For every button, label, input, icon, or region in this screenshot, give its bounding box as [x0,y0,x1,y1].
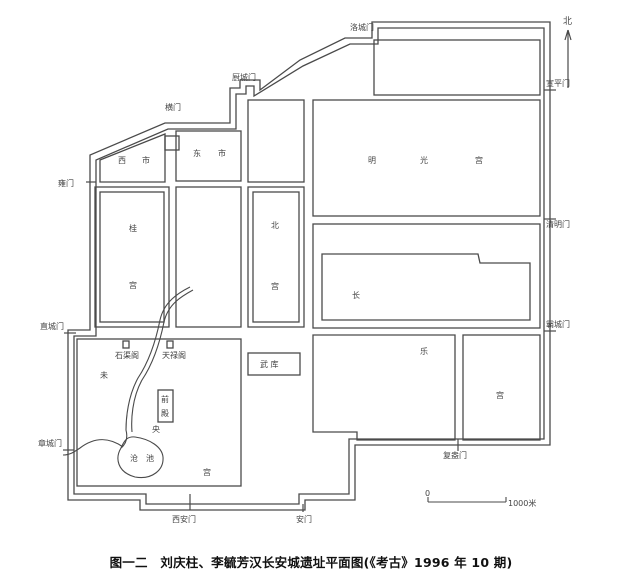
qiandian-label-2: 殿 [161,409,169,418]
north-label: 北 [563,16,572,27]
changle-north-block [312,223,541,329]
cangchi-label-1: 沧 [130,453,138,463]
zhang-gate-label: 章城门 [38,438,62,448]
xuanping-gate-label: 宣平门 [546,78,570,88]
bei-label-1: 北 [271,221,279,230]
xishi-label-2: 市 [142,155,150,165]
scale-bar [427,497,507,503]
figure-caption: 图一二 刘庆柱、李毓芳汉长安城遗址平面图(《考古》1996 年 10 期) [109,555,513,570]
east-market-block [175,130,242,182]
xishi-label-1: 西 [118,156,126,165]
weiyang-label-2: 央 [152,424,160,434]
tianlu-pavilion [166,340,174,349]
changle-south-east [462,334,541,441]
city-wall-outer [67,21,551,511]
city-wall-inner [73,27,545,505]
gui-palace-outer [94,186,170,328]
gui-label-2: 宫 [129,280,137,290]
tianlu-label: 天禄阁 [162,350,186,360]
mingguang-label-1: 明 [368,156,376,165]
mingguang-label-2: 光 [420,155,428,165]
gui-label-1: 桂 [129,223,137,233]
qiandian-hall [157,389,174,423]
qiandian-label-1: 前 [161,394,169,404]
yong-gate-label: 雍门 [58,178,74,188]
bei-label-2: 宫 [271,281,279,291]
dongshi-label-1: 东 [193,148,201,158]
gui-palace-inner [99,191,165,323]
wuku-label: 武 库 [260,359,279,369]
shiqu-pavilion [122,340,130,349]
north-arrow [564,29,572,88]
dongshi-label-2: 市 [218,148,226,158]
channel-to-zhang-gate [62,439,124,456]
west-market-block [99,133,166,183]
scale-end-label: 1000米 [508,498,536,508]
xian-gate-label: 西安门 [172,514,196,524]
qingming-gate-label: 清明门 [546,219,570,229]
cangchi-label-2: 池 [146,453,154,463]
changle-inner-outline [321,253,531,321]
changle-gong-label: 宫 [496,390,504,400]
weiyang-label-1: 未 [100,370,108,380]
bacheng-gate-label: 霸城门 [546,319,570,329]
block-between-gui-bei [175,186,242,328]
mingguang-palace-block [312,99,541,217]
north-block-a [247,99,305,183]
chucheng-gate-label: 厨城门 [232,72,256,82]
bei-palace-outer [247,186,305,328]
mingguang-label-3: 宫 [475,155,483,165]
chang-label: 长 [352,290,360,300]
shiqu-label: 石渠阁 [115,350,139,360]
an-gate-label: 安门 [296,514,312,524]
water-channel-b [131,289,194,433]
heng-gate-label: 横门 [165,102,181,112]
cang-pond [117,436,164,479]
changle-south-west [312,334,456,441]
wuku-armory [247,352,301,376]
scale-zero-label: 0 [425,489,430,498]
north-block-b [373,39,541,96]
water-channel-a [120,286,191,449]
heng-gate-square [164,135,180,151]
le-label: 乐 [420,346,428,356]
fuang-gate-label: 复盎门 [443,450,467,460]
bei-palace-inner [252,191,300,323]
zhicheng-gate-label: 直城门 [40,321,64,331]
luocheng-gate-label: 洛城门 [350,22,374,32]
weiyang-palace-wall [76,338,242,487]
weiyang-label-3: 宫 [203,467,211,477]
